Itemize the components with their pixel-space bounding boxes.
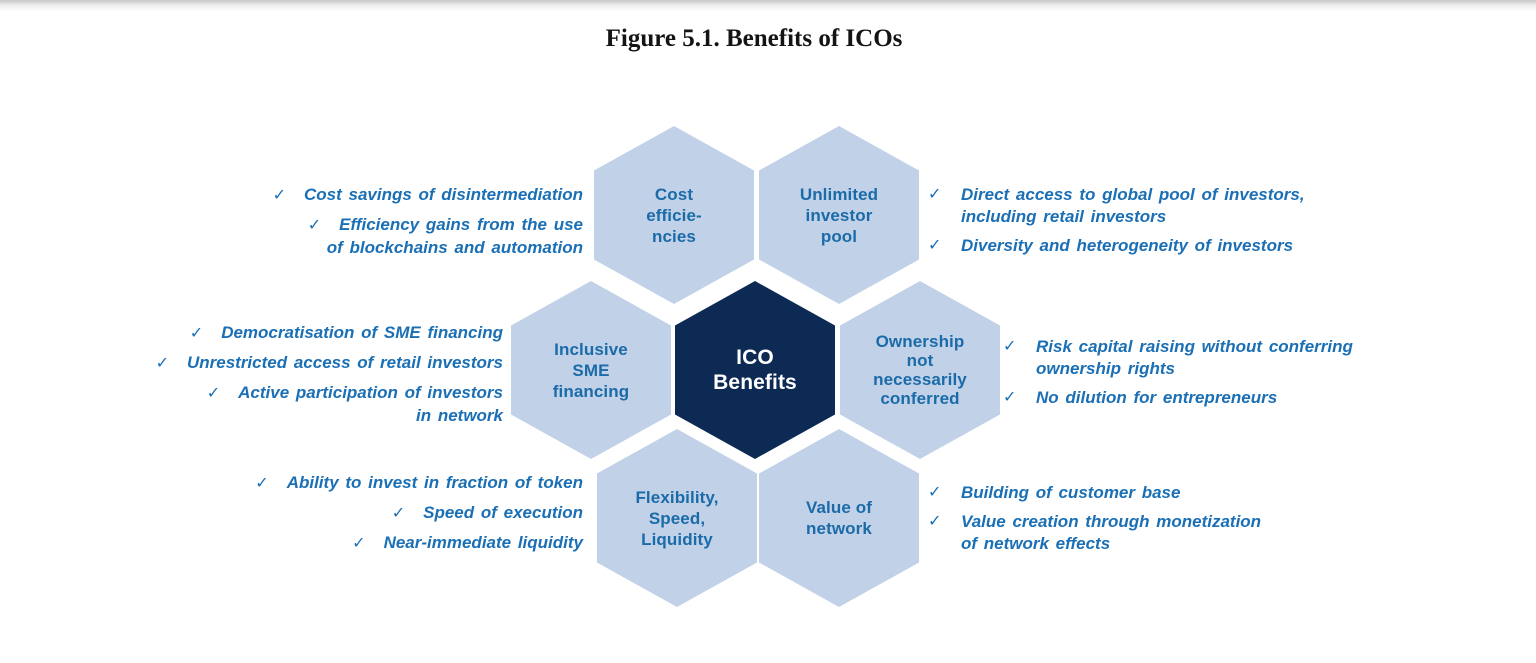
benefit-text: Ability to invest in fraction of token [286, 473, 583, 492]
page-top-edge [0, 0, 1536, 12]
benefit-item: ✓Efficiency gains from the use of blockc… [113, 214, 583, 259]
checkmark-icon: ✓ [255, 475, 269, 492]
benefit-item: ✓ Risk capital raising without conferring… [1003, 336, 1453, 380]
benefit-item: ✓ Value creation through monetization of … [928, 511, 1378, 555]
checkmark-icon: ✓ [928, 237, 942, 254]
checkmark-icon: ✓ [352, 535, 366, 552]
hexagon-label: Inclusive SME financing [552, 339, 630, 401]
benefits-list-top-left: ✓Cost savings of disintermediation ✓Effi… [113, 184, 583, 266]
benefit-text: Direct access to global pool of investor… [961, 185, 1305, 226]
benefit-text: Risk capital raising without conferring … [1036, 337, 1353, 378]
benefit-text: Building of customer base [961, 483, 1181, 502]
hexagon-flexibility-speed-liquidity: Flexibility, Speed, Liquidity [597, 429, 757, 607]
benefit-text: Efficiency gains from the use of blockch… [326, 215, 583, 257]
hexagon-ico-benefits-center: ICO Benefits [675, 281, 835, 459]
checkmark-icon: ✓ [189, 325, 204, 342]
benefit-item: ✓ Direct access to global pool of investo… [928, 184, 1418, 228]
checkmark-icon: ✓ [1003, 389, 1017, 406]
benefit-text: Cost savings of disintermediation [304, 185, 583, 204]
hexagon-cost-efficiencies: Cost efficie- ncies [594, 126, 754, 304]
checkmark-icon: ✓ [928, 186, 942, 203]
hexagon-unlimited-investor-pool: Unlimited investor pool [759, 126, 919, 304]
benefit-text: No dilution for entrepreneurs [1036, 388, 1278, 407]
benefit-item: ✓ Building of customer base [928, 482, 1378, 504]
benefit-item: ✓ Unrestricted access of retail investors [43, 352, 503, 375]
benefit-item: ✓ Cost savings of disintermediation [113, 184, 583, 207]
hexagon-label: Unlimited investor pool [799, 184, 879, 246]
benefit-item: ✓ Democratisation of SME financing [43, 322, 503, 345]
benefit-text: Speed of execution [423, 503, 583, 522]
benefit-item: ✓ Ability to invest in fraction of token [123, 472, 583, 495]
checkmark-icon: ✓ [206, 385, 221, 402]
checkmark-icon: ✓ [928, 484, 942, 501]
benefits-list-middle-right: ✓ Risk capital raising without conferring… [1003, 336, 1453, 416]
benefits-list-top-right: ✓ Direct access to global pool of investo… [928, 184, 1418, 264]
benefit-text: Near-immediate liquidity [383, 533, 583, 552]
benefits-list-bottom-right: ✓ Building of customer base ✓ Value creati… [928, 482, 1378, 562]
benefit-item: ✓ Diversity and heterogeneity of investor… [928, 235, 1418, 257]
benefit-text: Democratisation of SME financing [221, 323, 503, 342]
checkmark-icon: ✓ [928, 513, 942, 530]
checkmark-icon: ✓ [272, 187, 286, 204]
checkmark-icon: ✓ [155, 355, 169, 372]
hexagon-value-of-network: Value of network [759, 429, 919, 607]
benefit-item: ✓ Near-immediate liquidity [123, 532, 583, 555]
checkmark-icon: ✓ [1003, 338, 1017, 355]
benefit-item: ✓ No dilution for entrepreneurs [1003, 387, 1453, 409]
benefit-item: ✓ Speed of execution [123, 502, 583, 525]
hexagon-label: Ownership not necessarily conferred [873, 332, 967, 408]
hexagon-label: Flexibility, Speed, Liquidity [635, 487, 719, 549]
benefit-text: Value creation through monetization of n… [961, 512, 1262, 553]
hexagon-label: ICO Benefits [713, 346, 797, 394]
figure-title: Figure 5.1. Benefits of ICOs [605, 25, 903, 52]
benefit-text: Diversity and heterogeneity of investors [961, 236, 1294, 255]
hexagon-ownership-not-conferred: Ownership not necessarily conferred [840, 281, 1000, 459]
checkmark-icon: ✓ [307, 217, 322, 234]
checkmark-icon: ✓ [391, 505, 406, 522]
benefits-list-middle-left: ✓ Democratisation of SME financing ✓ Unres… [43, 322, 503, 434]
hexagon-label: Cost efficie- ncies [646, 184, 702, 246]
hexagon-inclusive-sme-financing: Inclusive SME financing [511, 281, 671, 459]
hexagon-label: Value of network [806, 498, 872, 538]
benefit-item: ✓ Active participation of investors in ne… [43, 382, 503, 427]
benefit-text: Active participation of investors in net… [238, 383, 503, 425]
benefit-text: Unrestricted access of retail investors [186, 353, 503, 372]
benefits-list-bottom-left: ✓Ability to invest in fraction of token … [123, 472, 583, 562]
